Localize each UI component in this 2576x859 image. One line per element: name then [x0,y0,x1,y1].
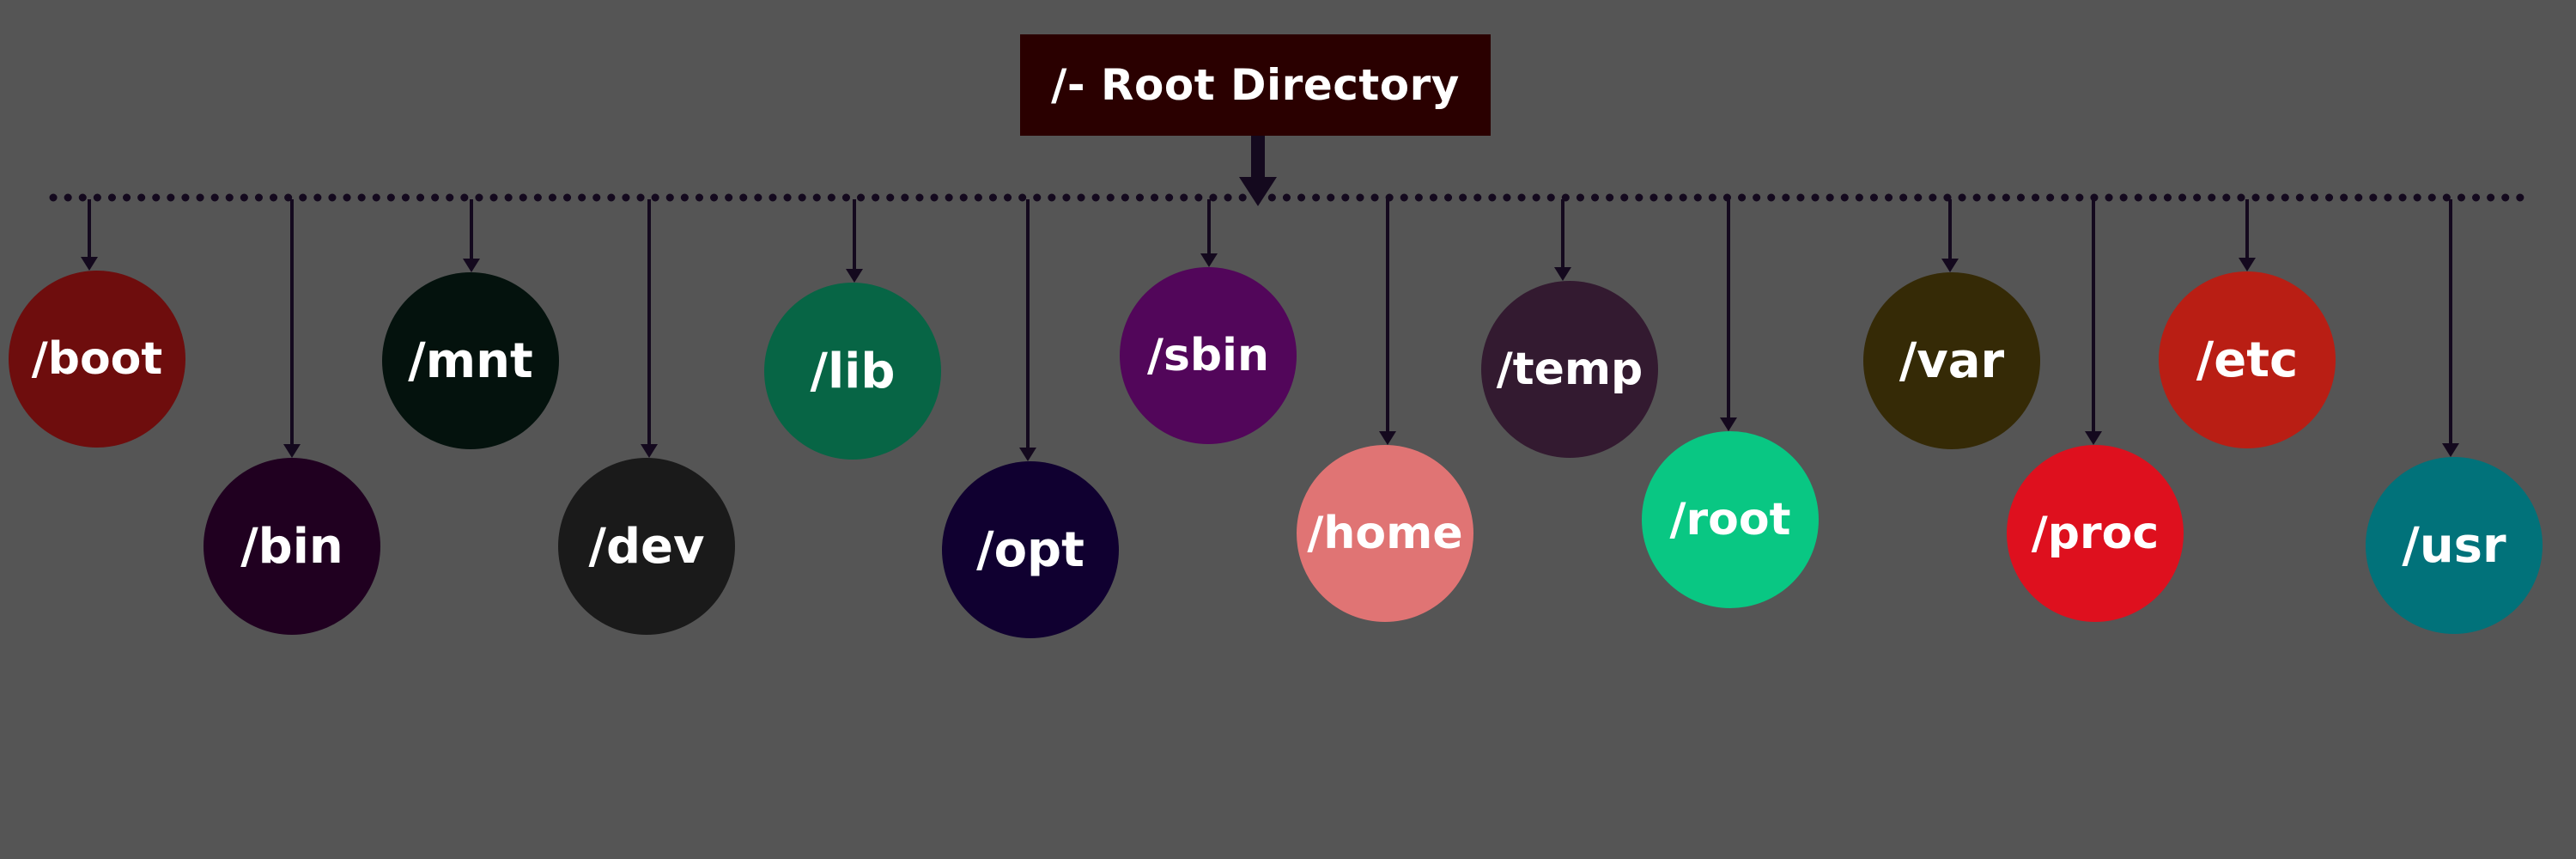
arrowhead-home [1379,431,1396,445]
arrowhead-usr [2442,443,2459,457]
directory-label: /proc [2031,508,2160,559]
directory-node-boot: /boot [9,271,185,448]
directory-node-temp: /temp [1481,281,1658,458]
directory-node-root: /root [1642,431,1819,608]
directory-node-mnt: /mnt [382,272,559,449]
arrowhead-temp [1554,267,1571,281]
arrowhead-root [1720,417,1737,431]
directory-node-dev: /dev [558,458,735,635]
directory-node-var: /var [1863,272,2040,449]
directory-node-lib: /lib [764,283,941,460]
directory-label: /usr [2402,517,2506,574]
arrowhead-var [1941,259,1959,272]
arrowhead-lib [846,269,863,283]
arrowhead-sbin [1200,253,1218,267]
directory-label: /bin [240,518,343,575]
directory-label: /mnt [408,332,533,389]
directory-label: /boot [31,333,163,385]
directory-label: /opt [976,521,1084,578]
directory-label: /home [1307,508,1463,559]
root-arrowhead [1239,177,1277,206]
directory-node-etc: /etc [2159,271,2336,448]
directory-node-home: /home [1297,445,1473,622]
directory-node-sbin: /sbin [1120,267,1297,444]
directory-label: /sbin [1146,330,1269,381]
directory-node-opt: /opt [942,461,1119,638]
directory-label: /dev [588,518,705,575]
arrowhead-proc [2085,431,2102,445]
arrowhead-dev [641,444,658,458]
arrowhead-etc [2239,258,2256,271]
directory-label: /etc [2196,332,2299,388]
directory-label: /temp [1496,344,1643,395]
root-directory-box: /- Root Directory [1020,34,1491,136]
arrowhead-boot [81,257,98,271]
arrowhead-mnt [463,259,480,272]
node-connectors [81,199,2459,461]
directory-label: /var [1899,332,2005,389]
arrowhead-opt [1019,448,1036,461]
directory-label: /root [1669,494,1791,545]
directory-node-proc: /proc [2007,445,2184,622]
arrowhead-bin [283,444,301,458]
directory-label: /lib [810,343,896,399]
directory-node-usr: /usr [2366,457,2543,634]
directory-node-bin: /bin [204,458,380,635]
